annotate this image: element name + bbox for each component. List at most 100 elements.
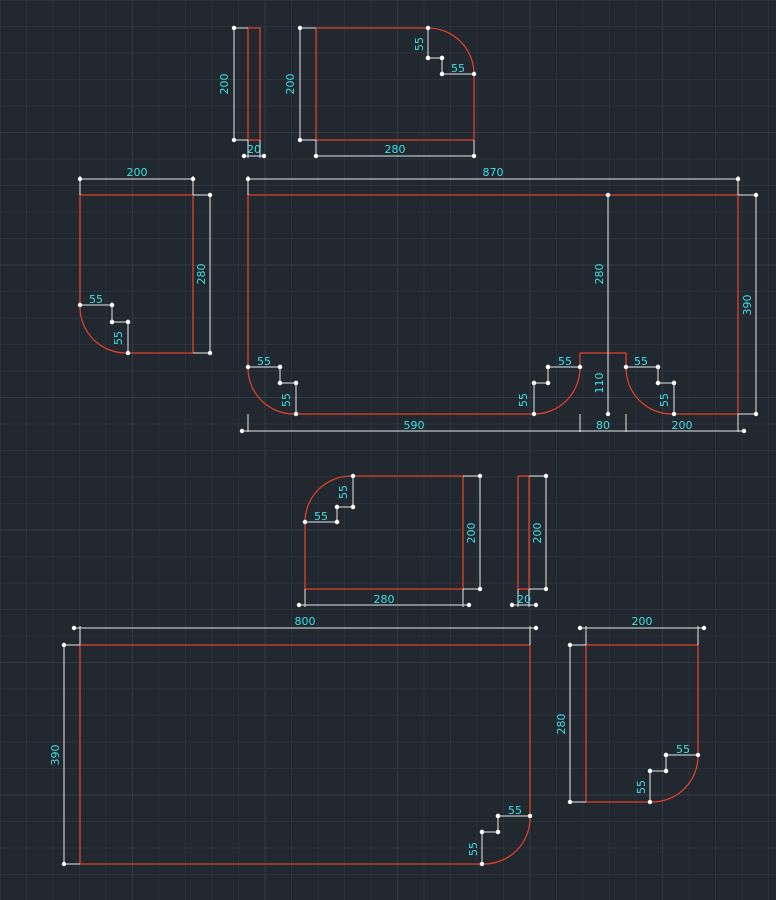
part-side-right[interactable]: 200 280 55 55	[555, 615, 704, 803]
grip-point	[439, 71, 445, 77]
part-outline[interactable]	[247, 27, 261, 141]
grip-point	[334, 504, 340, 510]
grip-point	[61, 642, 67, 648]
dim-width: 280	[374, 593, 395, 606]
dim-notch-depth: 110	[593, 373, 606, 394]
dim-radius-h: 55	[257, 355, 271, 368]
dim-height: 200	[284, 74, 297, 95]
grip-point	[334, 519, 340, 525]
grip-point	[647, 768, 653, 774]
grip-point	[125, 319, 131, 325]
grip-point	[241, 153, 247, 159]
grip-point	[297, 25, 303, 31]
dim-height: 200	[531, 523, 544, 544]
dim-width: 800	[295, 615, 316, 628]
grip-point	[605, 411, 611, 417]
dim-radius-h: 55	[451, 62, 465, 75]
grip-point	[293, 380, 299, 386]
grip-point	[190, 176, 196, 182]
dim-radius-h: 55	[676, 743, 690, 756]
dim-width: 20	[517, 593, 531, 606]
dim-overall-width: 870	[483, 166, 504, 179]
dim-width: 280	[385, 143, 406, 156]
grip-point	[109, 302, 115, 308]
part-side-left[interactable]: 200 280 55 55	[79, 166, 212, 354]
part-panel-top[interactable]: 200 280 55 55	[284, 27, 475, 158]
grip-point	[296, 602, 302, 608]
grip-point	[527, 813, 533, 819]
grip-point	[302, 519, 308, 525]
grip-point	[231, 137, 237, 143]
dim-height: 200	[465, 523, 478, 544]
grip-point	[239, 428, 245, 434]
grip-point	[545, 364, 551, 370]
grip-point	[261, 153, 267, 159]
grip-point	[695, 752, 701, 758]
grip-point	[509, 602, 515, 608]
dim-width: 200	[127, 166, 148, 179]
grip-point	[277, 380, 283, 386]
grip-point	[61, 861, 67, 867]
grip-point	[207, 192, 213, 198]
part-outline[interactable]	[585, 644, 699, 803]
grip-point	[439, 55, 445, 61]
grip-point	[671, 380, 677, 386]
grip-point	[655, 364, 661, 370]
dim-radius-h: 55	[558, 355, 572, 368]
dim-height: 200	[218, 74, 231, 95]
grip-point	[471, 71, 477, 77]
grip-point	[753, 411, 759, 417]
dim-width: 20	[247, 143, 261, 156]
part-outline[interactable]	[517, 475, 530, 590]
dim-radius-v: 55	[337, 485, 350, 499]
grip-point	[753, 192, 759, 198]
grip-point	[545, 380, 551, 386]
grip-point	[350, 504, 356, 510]
part-outline[interactable]	[304, 475, 464, 590]
grip-point	[531, 380, 537, 386]
grip-point	[466, 602, 472, 608]
grip-point	[655, 380, 661, 386]
dim-height: 280	[195, 264, 208, 285]
grip-point	[350, 473, 356, 479]
dim-radius-v: 55	[635, 780, 648, 794]
grip-point	[577, 364, 583, 370]
dim-height: 390	[49, 745, 62, 766]
part-strip-top[interactable]: 200 20	[218, 27, 264, 158]
part-panel-middle[interactable]: 200 280 55 55	[299, 475, 482, 607]
grip-point	[663, 752, 669, 758]
dim-radius-v: 55	[413, 37, 426, 51]
grip-point	[277, 364, 283, 370]
grip-point	[207, 350, 213, 356]
grip-point	[477, 586, 483, 592]
grip-point	[543, 586, 549, 592]
grip-point	[77, 302, 83, 308]
grip-point	[543, 473, 549, 479]
part-main-panel[interactable]: 870 280 390 55 55 55 55 55 55 110 590 80…	[242, 166, 758, 432]
grip-point	[313, 153, 319, 159]
dim-radius-h: 55	[89, 293, 103, 306]
grip-point	[567, 799, 573, 805]
grip-point	[297, 137, 303, 143]
grip-point	[567, 642, 573, 648]
dim-radius-v: 55	[517, 393, 530, 407]
dim-radius-h: 55	[314, 510, 328, 523]
dim-left-width: 590	[404, 419, 425, 432]
grip-point	[479, 861, 485, 867]
part-base-panel[interactable]: 800 390 55 55	[49, 615, 536, 865]
grip-point	[495, 829, 501, 835]
part-strip-middle[interactable]: 200 20	[512, 475, 548, 607]
dim-width: 200	[632, 615, 653, 628]
part-outline[interactable]	[79, 644, 531, 865]
grip-point	[623, 364, 629, 370]
dim-upper-height: 280	[593, 264, 606, 285]
dim-notch-width: 80	[596, 419, 610, 432]
part-outline[interactable]	[247, 194, 739, 415]
grip-point	[125, 350, 131, 356]
part-outline[interactable]	[79, 194, 194, 354]
grip-point	[293, 411, 299, 417]
dim-radius-v: 55	[112, 331, 125, 345]
dim-radius-h: 55	[508, 804, 522, 817]
